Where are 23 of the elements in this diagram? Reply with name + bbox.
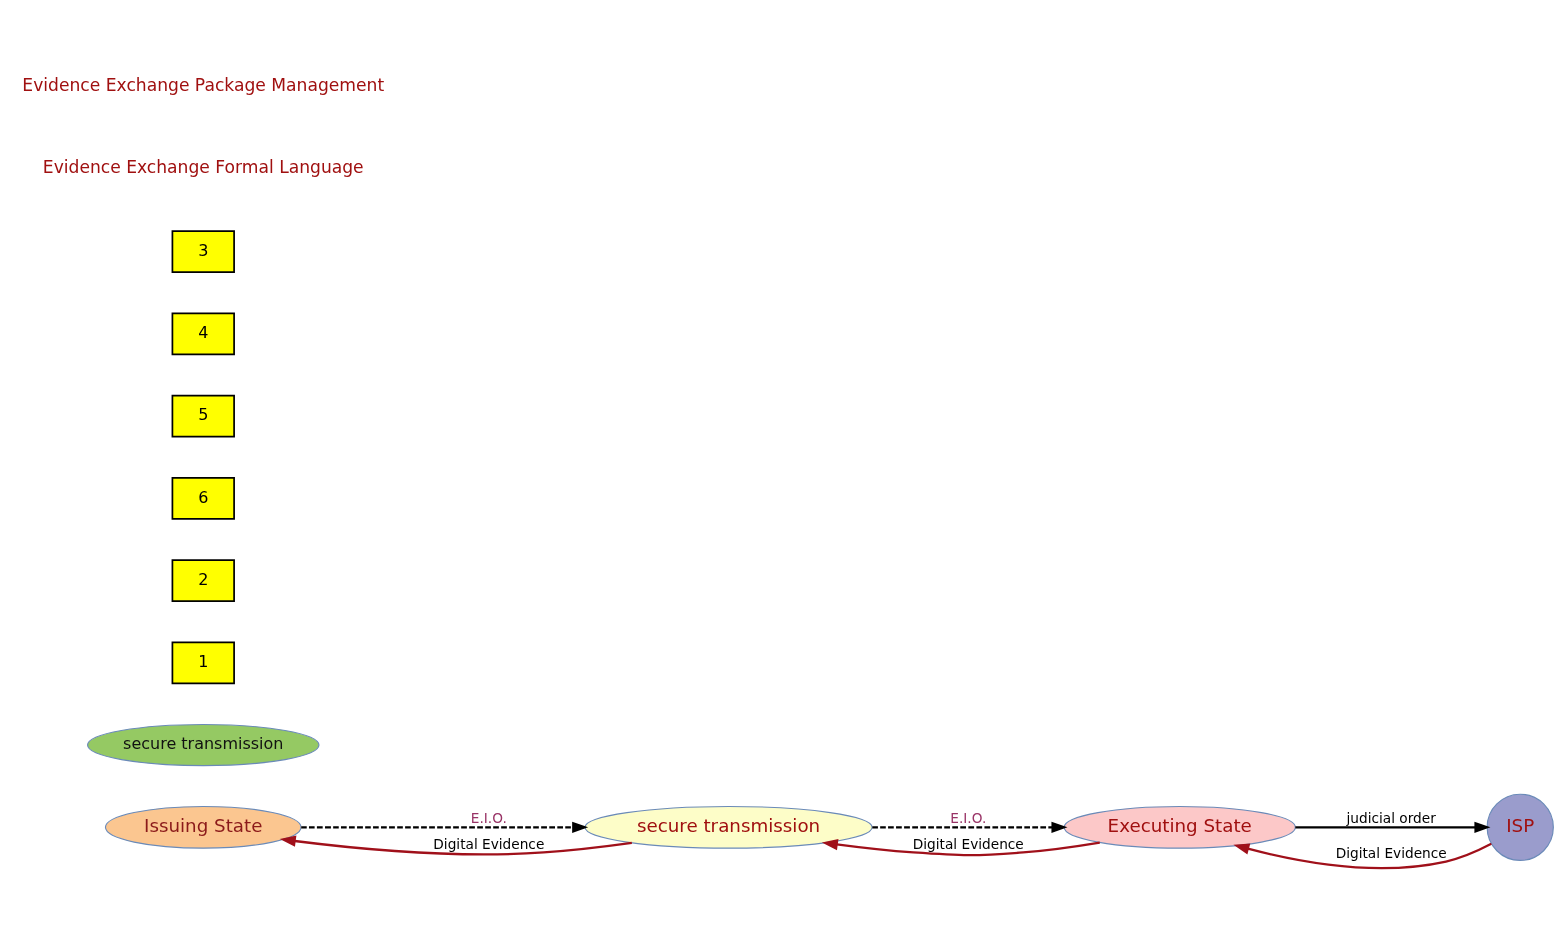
node-box: 2: [171, 559, 235, 602]
arrow: [871, 821, 1067, 833]
node-ellipse: Executing State: [1063, 805, 1296, 849]
edge-label: E.I.O.: [949, 810, 986, 827]
node-circle: ISP: [1486, 793, 1554, 861]
edge-label: judicial order: [1346, 810, 1436, 827]
label: Evidence Exchange Package Management: [21, 75, 384, 96]
node-box: 3: [171, 230, 235, 274]
edge-label: Digital Evidence: [1335, 844, 1447, 861]
edge-label: Digital Evidence: [432, 835, 544, 852]
node-ellipse: secure transmission: [86, 723, 319, 767]
arrow: [1294, 821, 1490, 833]
node-box: 5: [171, 394, 235, 438]
arrow: [300, 821, 588, 833]
arrow: [821, 839, 1100, 857]
label: Evidence Exchange Formal Language: [42, 157, 364, 178]
arrow: [1232, 842, 1492, 870]
arrow: [279, 835, 632, 856]
edge-label: E.I.O.: [470, 810, 507, 827]
edge-label: Digital Evidence: [912, 835, 1024, 852]
node-box: 6: [171, 476, 235, 520]
node-box: 4: [171, 312, 235, 356]
node-box: 1: [171, 641, 235, 685]
